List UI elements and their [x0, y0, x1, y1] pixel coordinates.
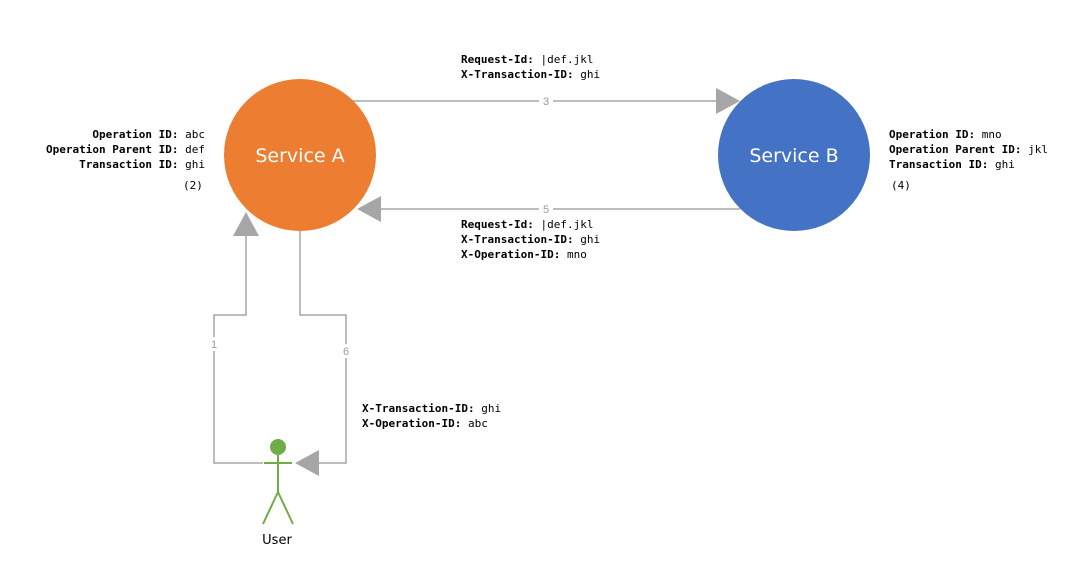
arrowhead-left-icon — [295, 450, 319, 476]
service-b-info: Operation ID: mno Operation Parent ID: j… — [889, 128, 1048, 192]
step-label-5: 5 — [543, 204, 549, 216]
user-label: User — [262, 533, 292, 548]
request-headers-a-to-b: Request-Id: |def.jkl X-Transaction-ID: g… — [461, 53, 600, 81]
connector-user-to-a: 1 — [207, 212, 263, 464]
request-id-header: Request-Id: |def.jkl — [461, 53, 593, 66]
service-b-operation-parent-id: Operation Parent ID: jkl — [889, 143, 1048, 156]
service-b-label: Service B — [749, 145, 838, 167]
connector-b-to-a: 5 — [357, 196, 740, 222]
operation-id-header: X-Operation-ID: mno — [461, 248, 587, 261]
connector-a-to-user: 6 — [295, 230, 353, 476]
operation-id-header: X-Operation-ID: abc — [362, 417, 488, 430]
service-b-operation-id: Operation ID: mno — [889, 128, 1002, 141]
service-a-info: Operation ID: abc Operation Parent ID: d… — [46, 128, 205, 192]
service-a-transaction-id: Transaction ID: ghi — [79, 158, 205, 171]
transaction-id-header: X-Transaction-ID: ghi — [461, 233, 600, 246]
service-b-step: (4) — [891, 179, 911, 192]
connector-a-to-b: 3 — [352, 88, 740, 114]
arrowhead-right-icon — [716, 88, 740, 114]
service-b-node[interactable]: Service B — [718, 79, 870, 231]
step-label-3: 3 — [543, 96, 549, 108]
service-a-label: Service A — [255, 145, 344, 167]
step-label-1: 1 — [211, 339, 217, 351]
arrowhead-up-icon — [233, 212, 259, 236]
response-headers-a-to-user: X-Transaction-ID: ghi X-Operation-ID: ab… — [362, 402, 501, 430]
service-a-operation-parent-id: Operation Parent ID: def — [46, 143, 205, 156]
request-id-header: Request-Id: |def.jkl — [461, 218, 593, 231]
service-b-transaction-id: Transaction ID: ghi — [889, 158, 1015, 171]
person-icon — [262, 455, 294, 525]
transaction-id-header: X-Transaction-ID: ghi — [461, 68, 600, 81]
service-a-node[interactable]: Service A — [224, 79, 376, 231]
service-a-step: (2) — [183, 179, 203, 192]
user-actor[interactable]: User — [262, 439, 294, 548]
transaction-id-header: X-Transaction-ID: ghi — [362, 402, 501, 415]
service-a-operation-id: Operation ID: abc — [92, 128, 205, 141]
step-label-6: 6 — [343, 346, 349, 358]
response-headers-b-to-a: Request-Id: |def.jkl X-Transaction-ID: g… — [461, 218, 600, 261]
arrowhead-left-icon — [357, 196, 381, 222]
